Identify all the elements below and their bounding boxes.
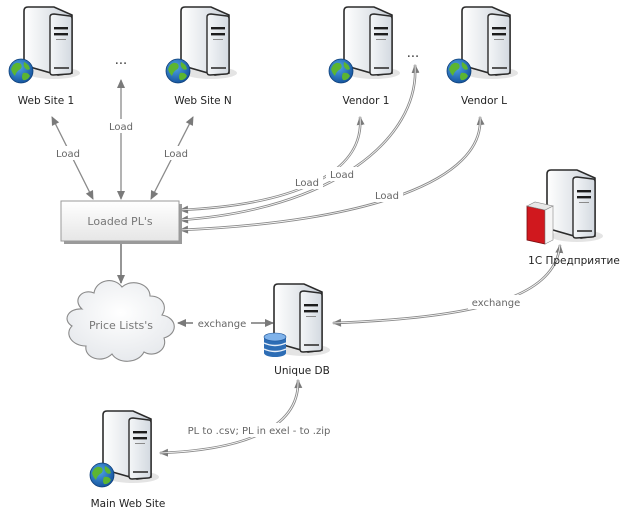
edge-label-load-site1: Load [56, 149, 80, 160]
node-vendor-1[interactable]: Vendor 1 [328, 6, 401, 107]
process-box [60, 200, 180, 242]
node-label: Loaded PL's [87, 215, 152, 228]
edge-load-vendor1[interactable] [179, 116, 365, 214]
node-loaded-pls[interactable]: Loaded PL's [60, 200, 182, 244]
edge-label-exchange-pl-db: exchange [198, 319, 247, 330]
book-icon [526, 201, 554, 245]
node-label: Price Lists's [89, 319, 153, 332]
node-label: Unique DB [274, 365, 330, 377]
node-unique-db[interactable]: Unique DB [263, 283, 331, 377]
node-vendor-l[interactable]: Vendor L [446, 6, 519, 107]
globe-icon [165, 58, 191, 84]
edge-label-db-to-main: PL to .csv; PL in exel - to .zip [188, 426, 331, 437]
globe-icon [8, 58, 34, 84]
edge-label-load-vendor1: Load [295, 178, 319, 189]
node-label: Vendor 1 [343, 95, 390, 107]
edge-label-load-vendorl: Load [375, 191, 399, 202]
node-label: Main Web Site [91, 498, 166, 510]
edge-label-load-vendors-more: Load [330, 170, 354, 181]
edge-label-load-siten: Load [164, 149, 188, 160]
node-web-site-1[interactable]: Web Site 1 [8, 6, 81, 107]
edge-db-to-main[interactable] [159, 379, 303, 457]
edge-label-exchange-db-1c: exchange [472, 298, 521, 309]
server-icon [546, 169, 604, 243]
node-label: Web Site 1 [18, 95, 74, 107]
edge-labels: Load Load Load Load Load Load exchange e… [52, 119, 524, 437]
node-label: Web Site N [174, 95, 232, 107]
node-label: 1C Предприятие [528, 255, 620, 267]
globe-icon [328, 58, 354, 84]
cloud-icon [66, 280, 175, 362]
node-label: Vendor L [461, 95, 507, 107]
node-1c-enterprise[interactable]: 1C Предприятие [526, 169, 620, 267]
node-price-lists[interactable]: Price Lists's [66, 280, 175, 362]
globe-icon [446, 58, 472, 84]
database-icon [263, 332, 287, 357]
edge-exchange-db-1c[interactable] [332, 244, 564, 327]
edge-label-load-sites-more: Load [109, 122, 133, 133]
globe-icon [89, 462, 115, 488]
ellipsis-sites: ... [115, 53, 127, 68]
ellipsis-vendors: ... [407, 46, 419, 61]
node-web-site-n[interactable]: Web Site N [165, 6, 238, 107]
node-main-web-site[interactable]: Main Web Site [89, 410, 166, 510]
